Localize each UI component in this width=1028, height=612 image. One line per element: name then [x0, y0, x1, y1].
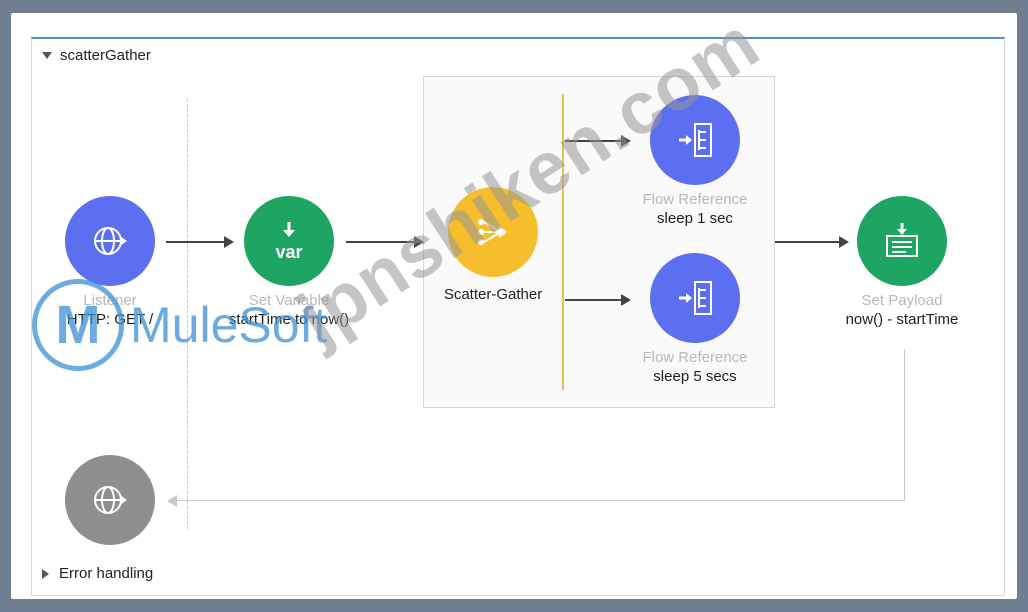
arrow-connector — [166, 236, 234, 248]
flow-reference-icon[interactable] — [650, 95, 740, 185]
collapse-triangle-icon[interactable] — [42, 52, 52, 59]
var-icon[interactable]: var — [244, 196, 334, 286]
scatter-gather-icon[interactable] — [448, 187, 538, 277]
set-payload-node[interactable]: Set Payload now() - startTime — [812, 196, 992, 330]
error-handling-label: Error handling — [59, 565, 154, 582]
flow-reference-node-1[interactable]: Flow Reference sleep 1 sec — [605, 95, 785, 229]
set-variable-node[interactable]: var Set Variable startTime to now() — [199, 196, 379, 330]
flow-reference-2-type-label: Flow Reference — [642, 349, 748, 366]
set-variable-name-label: startTime to now() — [228, 311, 350, 328]
expand-triangle-icon[interactable] — [42, 568, 49, 579]
source-divider — [187, 99, 188, 529]
mulesoft-logo-icon: M — [32, 279, 124, 371]
flow-header[interactable]: scatterGather — [42, 47, 151, 64]
flow-title: scatterGather — [60, 47, 151, 64]
set-payload-icon[interactable] — [857, 196, 947, 286]
flow-reference-1-type-label: Flow Reference — [642, 191, 748, 208]
return-arrow-head — [167, 495, 177, 507]
set-payload-type-label: Set Payload — [861, 292, 943, 309]
arrow-connector — [775, 236, 849, 248]
mulesoft-watermark: M MuleSoft — [32, 279, 327, 371]
flow-reference-2-name-label: sleep 5 secs — [653, 368, 737, 385]
scatter-gather-route-line — [562, 94, 564, 390]
set-variable-type-label: Set Variable — [248, 292, 330, 309]
canvas: scatterGather Listener HTTP: GET / — [11, 1, 1017, 599]
response-node[interactable] — [20, 455, 200, 545]
scatter-gather-node[interactable]: Scatter-Gather — [403, 187, 583, 305]
flow-reference-icon[interactable] — [650, 253, 740, 343]
flow-reference-node-2[interactable]: Flow Reference sleep 5 secs — [605, 253, 785, 387]
globe-icon[interactable] — [65, 196, 155, 286]
scatter-gather-name-label: Scatter-Gather — [443, 286, 543, 303]
mulesoft-watermark-text: MuleSoft — [130, 297, 328, 353]
return-path-line — [904, 349, 905, 501]
arrow-connector — [346, 236, 424, 248]
set-payload-name-label: now() - startTime — [845, 311, 959, 328]
route-arrow — [565, 294, 631, 306]
flow-panel: scatterGather Listener HTTP: GET / — [31, 1, 1005, 596]
return-path-line — [172, 500, 904, 501]
svg-text:var: var — [275, 242, 302, 262]
error-handling-row[interactable]: Error handling — [42, 565, 153, 582]
flow-reference-1-name-label: sleep 1 sec — [657, 210, 733, 227]
globe-icon[interactable] — [65, 455, 155, 545]
route-arrow — [565, 135, 631, 147]
